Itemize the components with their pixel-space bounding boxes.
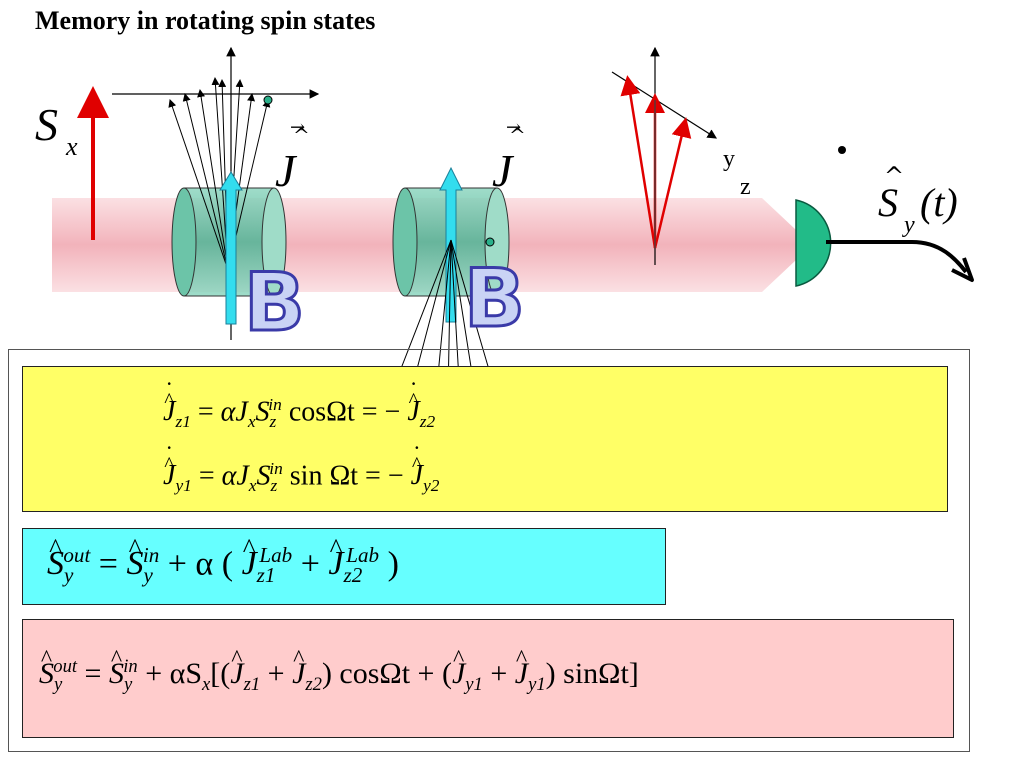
- detector: [795, 199, 832, 287]
- equation-box-output: Syout = Syin + αSx[(Jz1 + Jz2) cosΩt + (…: [22, 619, 954, 738]
- svg-text:x: x: [65, 132, 78, 161]
- equation-jy: Jy1 = αJxSzin sin Ωt = − Jy2: [163, 442, 439, 496]
- equation-sy-lab: Syout = Syin + α ( Jz1Lab + Jz2Lab ): [47, 533, 399, 588]
- svg-text:S: S: [878, 180, 898, 225]
- signal-line: [826, 240, 968, 274]
- j-label-2: → ^ J: [492, 117, 526, 196]
- equation-jz: Jz1 = αJxSzin cosΩt = − Jz2: [163, 378, 435, 432]
- equation-box-lab-frame: Syout = Syin + α ( Jz1Lab + Jz2Lab ): [22, 528, 666, 605]
- b-field-label-1: B: [244, 256, 305, 349]
- vapor-cell-1: [171, 187, 287, 297]
- svg-text:^: ^: [293, 123, 310, 147]
- dot-marker: [838, 146, 846, 154]
- svg-text:→: →: [506, 117, 521, 138]
- svg-text:y: y: [902, 212, 915, 238]
- svg-text:S: S: [35, 99, 58, 150]
- svg-text:^: ^: [884, 162, 904, 190]
- slide-title: Memory in rotating spin states: [35, 6, 376, 35]
- spin-tip-marker-2: [485, 237, 495, 247]
- sx-label: S x: [35, 99, 78, 161]
- spin-tip-marker-1: [263, 95, 273, 105]
- svg-text:J: J: [275, 145, 298, 196]
- j-label-1: → ^ J: [275, 117, 310, 196]
- axis-label-z: z: [740, 174, 751, 200]
- j-arrow-1: [219, 171, 243, 325]
- svg-text:(t): (t): [920, 180, 958, 225]
- equations-panel: [8, 349, 970, 752]
- svg-text:→: →: [290, 117, 305, 138]
- b-field-label-2: B: [464, 252, 525, 345]
- axis-label-y: y: [723, 146, 735, 172]
- signal-arrowhead: [951, 257, 974, 282]
- equation-box-rotation: Jz1 = αJxSzin cosΩt = − Jz2 Jy1 = αJxSzi…: [22, 366, 948, 512]
- svg-text:^: ^: [509, 123, 526, 147]
- equation-sy-output: Syout = Syin + αSx[(Jz1 + Jz2) cosΩt + (…: [39, 646, 639, 696]
- svg-text:J: J: [492, 145, 515, 196]
- sy-t-label: ^ S y (t): [878, 162, 958, 238]
